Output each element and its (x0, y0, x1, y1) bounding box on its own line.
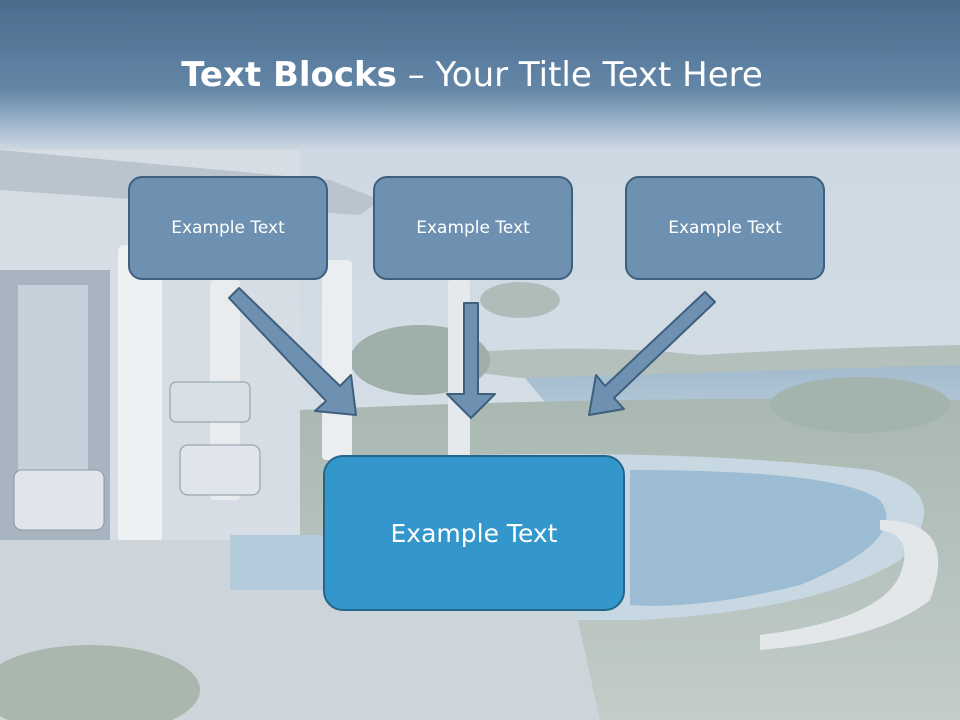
text-block-top-right[interactable]: Example Text (625, 176, 825, 280)
text-block-top-left[interactable]: Example Text (128, 176, 328, 280)
title-rest: – Your Title Text Here (407, 55, 763, 95)
title-bold: Text Blocks (181, 55, 397, 95)
text-block-bottom[interactable]: Example Text (323, 455, 625, 611)
slide-title: Text Blocks – Your Title Text Here (0, 55, 944, 95)
arrow-down-right-icon (228, 287, 357, 416)
text-block-top-center[interactable]: Example Text (373, 176, 573, 280)
title-band (0, 0, 960, 150)
arrow-down-left-icon (588, 291, 716, 416)
arrow-down-icon (446, 302, 496, 419)
